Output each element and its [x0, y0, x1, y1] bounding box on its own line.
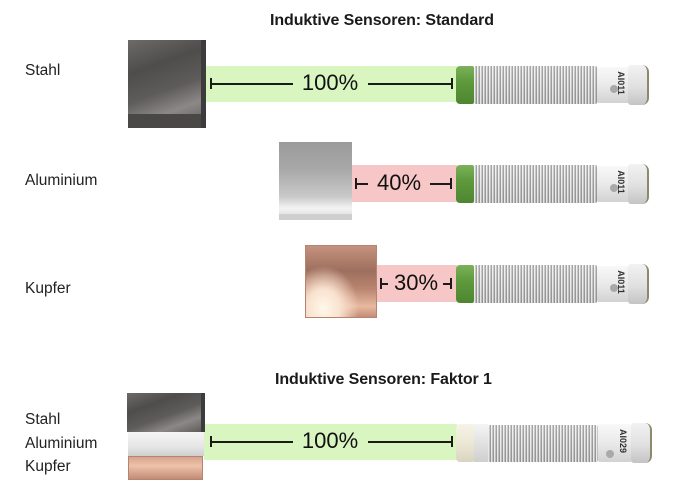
- sensor-collar: [456, 265, 474, 303]
- sensor-cap: [628, 264, 649, 304]
- sensor-thread: [474, 165, 597, 203]
- sensor-led: [610, 184, 618, 192]
- sensor-cap: [631, 423, 652, 463]
- percent-label-faktor-1: 100%: [301, 428, 359, 453]
- material-label-kupfer: Kupfer: [25, 458, 71, 475]
- sensor-code: AI011: [615, 71, 626, 95]
- section-title-standard: Induktive Sensoren: Standard: [270, 12, 494, 29]
- sensor-collar: [456, 424, 474, 462]
- sensor-code: AI029: [618, 428, 629, 454]
- dimension-tick-right: [451, 436, 453, 447]
- sensor-thread: [474, 265, 597, 303]
- dimension-tick-right: [451, 78, 453, 89]
- material-label-stahl: Stahl: [25, 62, 61, 79]
- sensor-code: AI011: [615, 170, 626, 194]
- section-title-faktor-1: Induktive Sensoren: Faktor 1: [275, 371, 492, 388]
- percent-label-stahl: 100%: [301, 70, 359, 95]
- copper-block-stacked: [128, 456, 203, 480]
- material-label-aluminium: Aluminium: [25, 434, 98, 452]
- sensor-thread: [488, 425, 598, 462]
- dimension-tick-right: [450, 178, 452, 189]
- sensor-standard-1: AI011: [456, 64, 650, 106]
- sensor-led: [606, 450, 614, 458]
- dimension-line-right: [368, 441, 452, 443]
- material-label-stahl: Stahl: [25, 411, 61, 428]
- sensor-head: [598, 424, 632, 462]
- dimension-line-right: [443, 283, 451, 285]
- sensor-thread: [474, 66, 597, 104]
- dimension-line-left: [355, 183, 368, 185]
- dimension-line-right: [368, 83, 452, 85]
- sensor-led: [610, 85, 618, 93]
- sensor-faktor-1: AI029: [456, 422, 652, 464]
- sensor-cap: [628, 65, 649, 105]
- sensor-standard-2: AI011: [456, 163, 650, 205]
- percent-label-kupfer: 30%: [393, 270, 439, 295]
- sensor-led: [610, 284, 618, 292]
- aluminium-block: [279, 142, 352, 220]
- aluminium-block-stacked: [128, 432, 204, 456]
- dimension-line-left: [210, 441, 293, 443]
- sensor-collar: [456, 165, 474, 203]
- sensor-code: AI011: [615, 270, 626, 294]
- sensor-standard-3: AI011: [456, 263, 650, 305]
- dimension-tick-right: [450, 278, 452, 289]
- percent-label-aluminium: 40%: [376, 170, 422, 195]
- dimension-line-left: [380, 283, 388, 285]
- sensor-cap: [628, 164, 649, 204]
- material-label-aluminium: Aluminium: [25, 172, 98, 189]
- steel-block: [128, 40, 206, 128]
- dimension-line-left: [210, 83, 293, 85]
- dimension-line-right: [430, 183, 450, 185]
- copper-block: [305, 245, 377, 318]
- sensor-collar: [456, 66, 474, 104]
- material-stack-labels: Stahl Aluminium Kupfer: [25, 408, 97, 479]
- steel-block-stacked: [127, 393, 205, 432]
- sensor-smooth-section: [474, 424, 488, 462]
- material-label-kupfer: Kupfer: [25, 280, 71, 297]
